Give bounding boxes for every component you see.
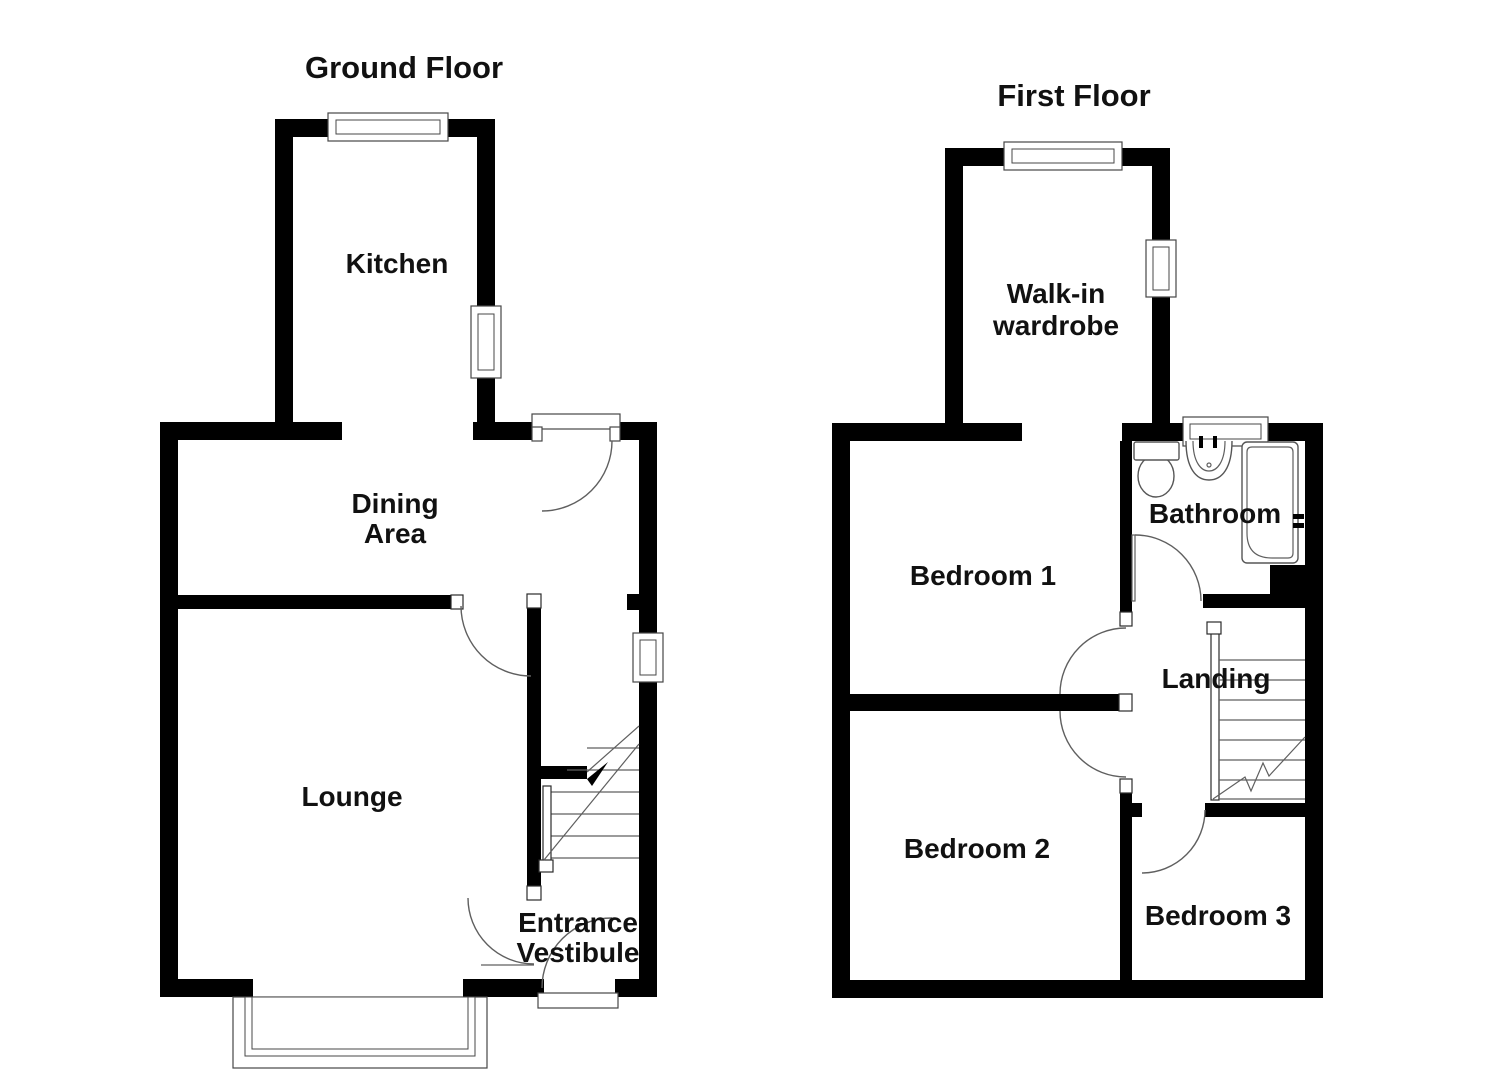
window-inner-frame (335, 119, 441, 135)
first-floor-walls (832, 148, 1323, 998)
ground-floor-windows (232, 112, 664, 1069)
front-door-swing-arc (541, 917, 613, 989)
window-inner-frame (1189, 423, 1262, 440)
lounge-door-swing-arc (467, 897, 535, 965)
sink-basin-inner (1192, 440, 1226, 472)
wall-segment (477, 119, 495, 440)
wall-segment (1205, 803, 1307, 817)
first-floor-windows (1003, 141, 1269, 447)
wall-segment (1120, 793, 1132, 980)
room-label-wardrobe-line2: wardrobe (992, 310, 1119, 341)
wall-segment (160, 979, 253, 997)
room-label-bathroom: Bathroom (1149, 498, 1281, 529)
first-floor-doors (1059, 534, 1206, 874)
room-label-lounge: Lounge (301, 781, 402, 812)
bathroom-fixtures (1133, 436, 1304, 564)
bathroom-door-leaf (1131, 534, 1136, 602)
floor-title-ground: Ground Floor (305, 50, 503, 85)
room-label-dining-line1: Dining (351, 488, 438, 519)
room-label-wardrobe-line1: Walk-in (1007, 278, 1106, 309)
back-door-jamb (609, 426, 621, 442)
window-inner-frame (1011, 148, 1115, 164)
wall-segment (832, 980, 1323, 998)
ground-floor-doors (460, 413, 621, 1009)
wall-segment (463, 979, 544, 997)
toilet-tank (1133, 441, 1180, 461)
stair-direction-arrow (587, 762, 608, 786)
bathtub-outer (1241, 441, 1299, 564)
stair-handrail-cap (1206, 621, 1222, 635)
wall-segment (177, 595, 451, 609)
bathroom-door-swing-arc (1134, 534, 1202, 602)
wall-end-cap (526, 885, 542, 901)
wall-segment (1270, 565, 1307, 594)
wall-segment (1132, 803, 1142, 817)
bedroom2-door-swing-arc (1059, 710, 1127, 778)
wall-segment (627, 594, 639, 610)
wall-segment (275, 119, 293, 440)
stair-break-line (1212, 736, 1306, 800)
wall-segment (832, 423, 1022, 441)
room-label-vestibule-line2: Vestibule (517, 937, 640, 968)
bathtub-tap (1293, 514, 1304, 519)
wall-segment (639, 422, 657, 997)
first-floor-plan: First Floor (832, 78, 1323, 998)
wall-end-cap (1119, 611, 1133, 627)
dining-door-swing-arc (460, 605, 532, 677)
bay-window (232, 996, 488, 1069)
staircase-ground (538, 725, 640, 873)
bathtub-tap (1293, 523, 1304, 528)
room-label-vestibule-line1: Entrance (518, 907, 638, 938)
wall-segment (1305, 423, 1323, 998)
wall-segment (527, 608, 541, 888)
room-label-bedroom3: Bedroom 3 (1145, 900, 1291, 931)
wall-segment (850, 694, 1119, 711)
room-label-kitchen: Kitchen (346, 248, 449, 279)
sink-tap (1199, 436, 1203, 448)
wall-segment (615, 979, 657, 997)
bedroom1-door-swing-arc (1059, 627, 1127, 695)
wall-segment (1203, 594, 1307, 608)
stair-handrail (1210, 627, 1220, 801)
wall-end-cap (450, 594, 464, 610)
floor-title-first: First Floor (997, 78, 1150, 113)
room-label-bedroom1: Bedroom 1 (910, 560, 1056, 591)
back-door-jamb (531, 426, 543, 442)
toilet-bowl (1137, 454, 1175, 498)
sink-drain (1206, 462, 1212, 468)
room-label-landing: Landing (1162, 663, 1271, 694)
wall-end-cap (526, 593, 542, 609)
room-label-bedroom2: Bedroom 2 (904, 833, 1050, 864)
back-door-swing-arc (541, 440, 613, 512)
wall-segment (945, 148, 963, 441)
stair-handrail-cap (538, 859, 554, 873)
stair-break-line (586, 725, 640, 773)
window-inner-frame (639, 639, 657, 676)
ground-floor-plan: Ground Floor (160, 50, 664, 1069)
wall-segment (473, 422, 535, 440)
window-inner-frame (477, 313, 495, 371)
wall-segment (541, 766, 587, 779)
wall-segment (832, 423, 850, 998)
wall-segment (1120, 441, 1132, 612)
wall-segment (160, 422, 178, 997)
stair-handrail (542, 785, 552, 871)
back-door-frame (531, 413, 621, 430)
bay-window-inner (251, 996, 469, 1050)
sink-basin (1185, 440, 1233, 481)
front-door-threshold (537, 992, 619, 1009)
wall-end-cap (1119, 778, 1133, 794)
wall-segment (160, 422, 342, 440)
stair-break-line (543, 743, 640, 861)
room-label-dining-line2: Area (364, 518, 427, 549)
staircase-first (1206, 621, 1306, 801)
bedroom3-door-swing-arc (1141, 809, 1206, 874)
wall-end-cap (1118, 693, 1133, 712)
bathtub-inner (1246, 446, 1294, 559)
window-inner-frame (1152, 246, 1170, 291)
sink-tap (1213, 436, 1217, 448)
